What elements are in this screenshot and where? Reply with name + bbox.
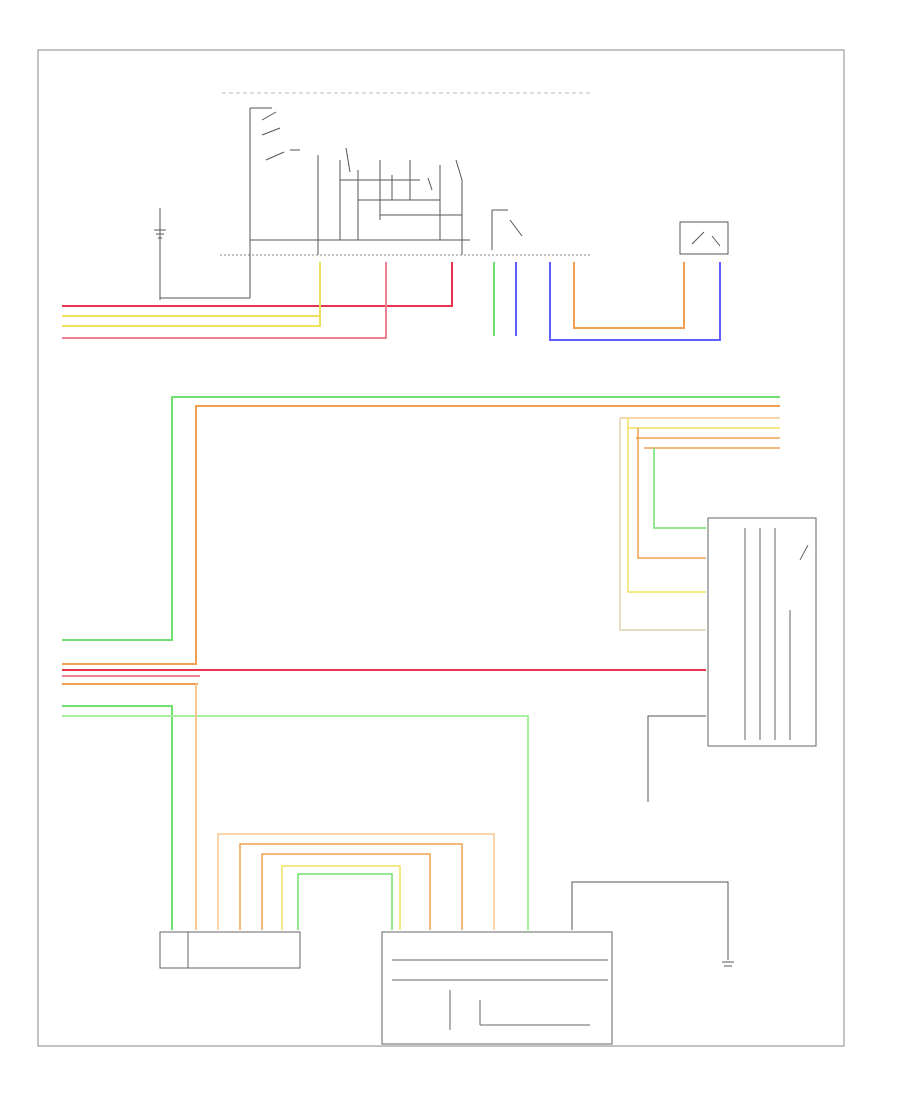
right-connector-bundle: [620, 417, 780, 449]
center-top-stubs: [493, 262, 517, 336]
lower-left-green-wires: [62, 684, 529, 930]
lower-center-module: [381, 931, 613, 1045]
lower-right-ground: [571, 881, 734, 967]
top-left-wire-bundle: [62, 262, 453, 339]
lower-left-module: [159, 931, 301, 969]
red-through-wire: [62, 669, 706, 685]
diagram-frame: [37, 49, 845, 1047]
center-right-wire-loop: [549, 262, 721, 341]
lower-wire-bundle: [217, 833, 495, 930]
right-module: [707, 517, 817, 747]
right-module-feed-wires: [619, 418, 706, 631]
upper-right-relay: [679, 221, 729, 255]
middle-long-wires: [62, 396, 780, 665]
ground-symbol-top-left: [154, 208, 251, 300]
right-module-ground: [647, 715, 706, 802]
top-switch-assembly: [249, 107, 523, 255]
